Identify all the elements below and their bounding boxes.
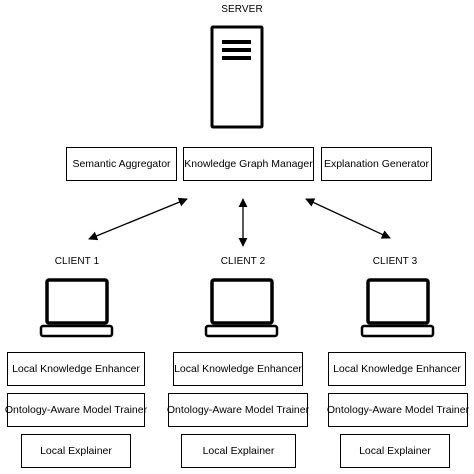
client2-ontology-aware-model-trainer-box: Ontology-Aware Model Trainer — [167, 393, 309, 427]
client1-ontology-aware-model-trainer-box: Ontology-Aware Model Trainer — [5, 393, 147, 427]
explanation-generator-box: Explanation Generator — [321, 147, 432, 181]
monitor-icon — [39, 278, 114, 338]
client1-local-explainer-box: Local Explainer — [21, 434, 131, 468]
client3-ontology-aware-model-trainer-box: Ontology-Aware Model Trainer — [327, 393, 469, 427]
server-title: SERVER — [221, 4, 263, 15]
client3-local-explainer-box: Local Explainer — [340, 434, 450, 468]
client2-local-explainer-box: Local Explainer — [181, 434, 296, 468]
knowledge-graph-manager-box: Knowledge Graph Manager — [183, 147, 314, 181]
client1-local-knowledge-enhancer-box: Local Knowledge Enhancer — [7, 352, 145, 386]
semantic-aggregator-box: Semantic Aggregator — [66, 147, 177, 181]
arrow-server-client3 — [305, 198, 391, 239]
client3-local-knowledge-enhancer-box: Local Knowledge Enhancer — [328, 352, 466, 386]
client3-title: CLIENT 3 — [372, 256, 418, 267]
arrow-server-client1 — [88, 197, 188, 241]
client2-local-knowledge-enhancer-box: Local Knowledge Enhancer — [173, 352, 303, 386]
monitor-icon — [360, 278, 435, 338]
client1-title: CLIENT 1 — [54, 256, 100, 267]
client2-title: CLIENT 2 — [220, 256, 266, 267]
monitor-icon — [204, 278, 279, 338]
